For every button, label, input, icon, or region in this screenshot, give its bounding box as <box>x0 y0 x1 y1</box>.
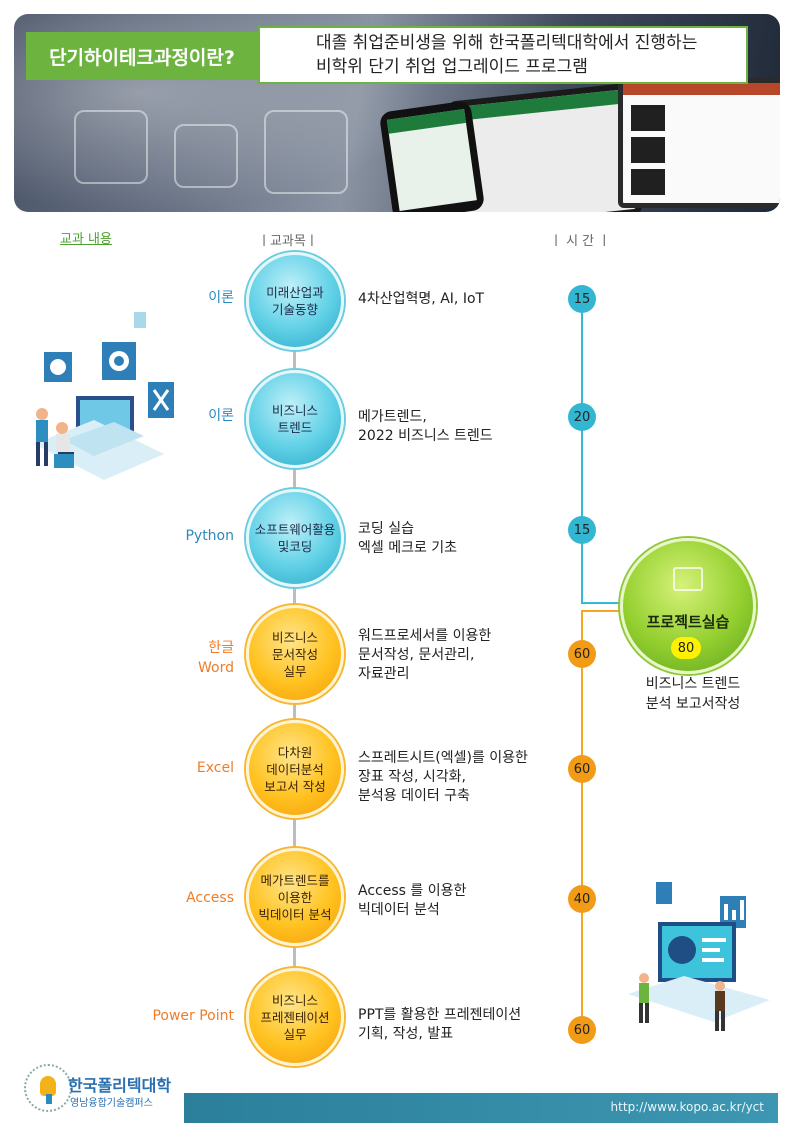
column-header-subject: ㅣ교과목ㅣ <box>258 234 318 249</box>
college-logo-mark-icon <box>24 1064 72 1112</box>
banner-phone-image <box>378 100 486 212</box>
college-name: 한국폴리텍대학 <box>68 1076 172 1095</box>
hours-timeline-orange <box>581 610 583 1030</box>
course-description: 코딩 실습 엑셀 메크로 기초 <box>358 521 458 556</box>
course-circle: 다차원 데이터분석 보고서 작성 <box>246 720 344 818</box>
course-hours-badge: 60 <box>568 755 596 783</box>
course-hours-badge: 20 <box>568 403 596 431</box>
course-name: 비즈니스 문서작성 실무 <box>271 629 318 679</box>
data-analysis-illustration-icon <box>628 882 770 1031</box>
course-name: 비즈니스 트렌드 <box>271 403 318 435</box>
course-category: 이론 <box>208 290 234 306</box>
course-hours-badge: 40 <box>568 885 596 913</box>
hours-timeline-orange-branch <box>581 610 621 612</box>
course-hours-badge: 60 <box>568 1016 596 1044</box>
college-logo: 한국폴리텍대학 영남융합기술캠퍼스 <box>18 1058 188 1118</box>
project-practice-circle: 프로젝트실습 80 <box>620 538 756 674</box>
course-category: Power Point <box>152 1008 234 1024</box>
course-name: 미래산업과 기술동향 <box>266 285 324 317</box>
course-name: 비즈니스 프레젠테이션 실무 <box>260 992 330 1042</box>
course-description: 워드프로세서를 이용한 문서작성, 문서관리, 자료관리 <box>358 628 492 682</box>
project-network-icon <box>673 567 703 591</box>
banner-app-tile-icon <box>174 124 238 188</box>
hours-timeline-branch <box>581 602 621 604</box>
hours-timeline-blue <box>581 300 583 602</box>
course-hours-badge: 15 <box>568 516 596 544</box>
project-label: 프로젝트실습 <box>646 613 730 631</box>
course-circle: 소프트웨어활용 및코딩 <box>246 489 344 587</box>
course-circle: 비즈니스 문서작성 실무 <box>246 605 344 703</box>
course-circle: 비즈니스 프레젠테이션 실무 <box>246 968 344 1066</box>
course-circle: 메가트렌드를 이용한 빅데이터 분석 <box>246 848 344 946</box>
developer-illustration-icon <box>34 312 174 480</box>
banner-app-tile-icon <box>264 110 348 194</box>
page-title: 단기하이테크과정이란? <box>26 32 258 80</box>
course-category: Access <box>186 890 234 906</box>
footer-bar: http://www.kopo.ac.kr/yct <box>184 1093 778 1123</box>
subtitle-line-2: 비학위 단기 취업 업그레이드 프로그램 <box>316 57 588 77</box>
page-title-text: 단기하이테크과정이란? <box>49 46 235 69</box>
course-description: PPT를 활용한 프레젠테이션 기획, 작성, 발표 <box>358 1007 522 1042</box>
course-hours-badge: 15 <box>568 285 596 313</box>
footer-url-link[interactable]: http://www.kopo.ac.kr/yct <box>610 1100 764 1114</box>
project-description: 비즈니스 트렌드 분석 보고서작성 <box>645 676 741 712</box>
campus-name: 영남융합기술캠퍼스 <box>70 1098 153 1109</box>
course-hours-badge: 60 <box>568 640 596 668</box>
course-description: 스프레트시트(엑셀)를 이용한 장표 작성, 시각화, 분석용 데이터 구축 <box>358 750 528 804</box>
course-name: 다차원 데이터분석 보고서 작성 <box>264 744 326 794</box>
banner-app-tile-icon <box>74 110 148 184</box>
course-name: 소프트웨어활용 및코딩 <box>254 522 336 554</box>
course-description: Access 를 이용한 빅데이터 분석 <box>358 883 467 918</box>
course-category: Python <box>185 528 234 544</box>
course-circle: 비즈니스 트렌드 <box>246 370 344 468</box>
course-category: 한글 Word <box>198 640 234 676</box>
course-category: Excel <box>196 760 234 776</box>
page-subtitle: 대졸 취업준비생을 위해 한국폴리텍대학에서 진행하는 비학위 단기 취업 업그… <box>258 26 748 84</box>
course-category: 이론 <box>208 408 234 424</box>
banner-laptop-image <box>618 78 780 208</box>
subtitle-line-1: 대졸 취업준비생을 위해 한국폴리텍대학에서 진행하는 <box>316 33 698 53</box>
course-circle: 미래산업과 기술동향 <box>246 252 344 350</box>
course-description: 4차산업혁명, AI, IoT <box>358 291 485 307</box>
course-name: 메가트렌드를 이용한 빅데이터 분석 <box>258 872 332 922</box>
column-header-hours: ㅣ 시 간 ㅣ <box>550 234 611 249</box>
course-description: 메가트렌드, 2022 비즈니스 트렌드 <box>358 409 493 444</box>
column-header-content: 교과 내용 <box>60 232 112 247</box>
project-hours-badge: 80 <box>671 637 701 659</box>
